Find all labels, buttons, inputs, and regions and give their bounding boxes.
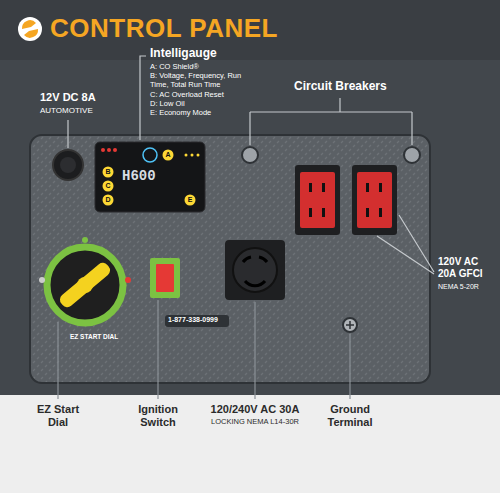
callout-label: 12V DC 8A: [40, 91, 96, 104]
callout-label: 120V AC 20A GFCI: [438, 256, 496, 279]
ez-start-dial: [47, 247, 123, 323]
display-readout: H600: [122, 168, 156, 184]
callout-label: Ground Terminal: [316, 403, 384, 428]
ground-terminal: [343, 318, 357, 332]
callout-c: [103, 181, 114, 192]
panel-marking: EZ START DIAL: [70, 333, 118, 340]
callout-note: D: Low Oil: [150, 100, 185, 109]
callout-b: [103, 167, 114, 178]
circuit-breaker: [404, 147, 420, 163]
callout-letter: A: [163, 150, 173, 160]
callout-note: B: Voltage, Frequency, Run Time, Total R…: [150, 72, 250, 89]
callout-e: [185, 195, 196, 206]
co-icon: [143, 148, 157, 162]
callout-note: C: AC Overload Reset: [150, 91, 224, 100]
callout-note: A: CO Shield®: [150, 63, 199, 72]
callout-label: Ignition Switch: [126, 403, 190, 428]
callout-letter: E: [185, 195, 195, 205]
panel-face: [30, 135, 430, 383]
leader-lines: [68, 56, 434, 274]
header-band: [0, 0, 500, 60]
ignition-switch: [150, 258, 180, 298]
dial-knob: [58, 260, 113, 309]
callout-letter: D: [103, 195, 113, 205]
title-icon-swirl: [22, 20, 38, 37]
callout-note: E: Economy Mode: [150, 109, 211, 118]
callout-label: Circuit Breakers: [294, 80, 387, 94]
callout-label: NEMA 5-20R: [438, 283, 479, 291]
leader-lines: [58, 300, 350, 399]
dc-socket: [53, 150, 83, 180]
title-icon: [18, 17, 42, 41]
callout-label: EZ Start Dial: [28, 403, 88, 428]
callout-label: AUTOMOTIVE: [40, 106, 93, 115]
callout-letter: B: [103, 167, 113, 177]
callout-label: LOCKING NEMA L14-30R: [190, 418, 320, 427]
callout-a: [163, 150, 174, 161]
phone-number: 1-877-338-0999: [168, 316, 218, 324]
intelligauge-display: [95, 142, 205, 212]
gfci-outlet: [352, 165, 397, 235]
phone-pill: [165, 315, 229, 327]
callout-d: [103, 195, 114, 206]
callout-letter: C: [103, 181, 113, 191]
gfci-outlet: [295, 165, 340, 235]
panel-title: CONTROL PANEL: [50, 14, 278, 44]
locking-outlet: [225, 240, 285, 300]
dark-ground: [0, 0, 500, 395]
dc-socket-inner: [60, 157, 76, 173]
circuit-breaker: [242, 147, 258, 163]
callout-heading: Intelligauge: [150, 47, 217, 61]
callout-label: 120/240V AC 30A: [190, 403, 320, 416]
